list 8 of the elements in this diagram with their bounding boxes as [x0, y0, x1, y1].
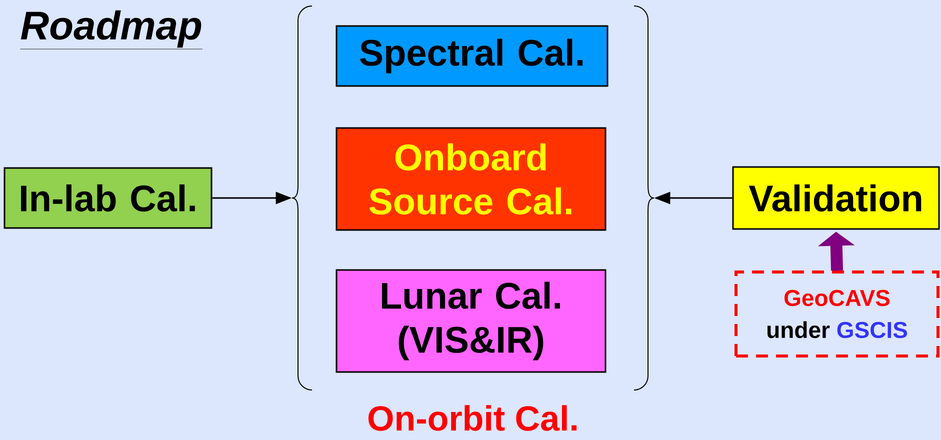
process-box: Validation: [732, 166, 940, 230]
title: Roadmap: [20, 10, 203, 50]
group-label: On-orbit Cal.: [368, 405, 577, 431]
process-box: Onboard Source Cal.: [336, 127, 606, 231]
process-box: Spectral Cal.: [336, 25, 608, 87]
process-box: Lunar Cal. (VIS&IR): [336, 269, 606, 373]
dashed-box: GeoCAVS under GSCIS: [734, 270, 940, 358]
process-box: In-lab Cal.: [4, 167, 212, 229]
